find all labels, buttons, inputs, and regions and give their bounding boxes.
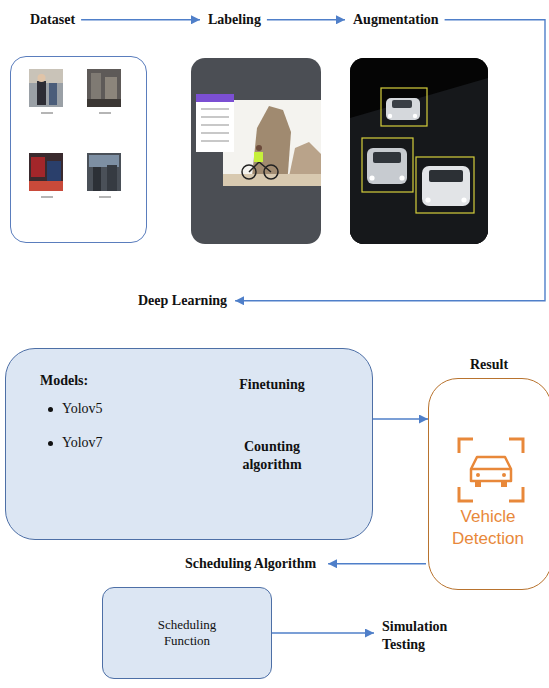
vehicle-detection-icon: [429, 379, 549, 590]
box-text: Scheduling Function: [147, 617, 227, 650]
image-panel: [10, 56, 147, 243]
result-box: [428, 378, 549, 590]
process-box: Scheduling Function: [102, 587, 272, 679]
bullet-dot: [48, 441, 53, 446]
step-label: Finetuning: [239, 376, 304, 394]
model-name: Yolov7: [62, 434, 103, 452]
model-name: Yolov5: [62, 400, 103, 418]
dataset-panel: Dataset: [8, 8, 149, 245]
flow-arrow: [81, 19, 200, 20]
flow-arrow: [373, 418, 428, 419]
scheduling-panel: Scheduling Function Scheduling Algorithm: [100, 553, 330, 681]
list-heading: Models:: [40, 372, 88, 390]
step-label: Counting algorithm: [234, 438, 310, 473]
labeling-panel: Labeling: [190, 8, 323, 245]
models-list: Models: Yolov5Yolov7: [40, 372, 140, 462]
image-panel: [350, 58, 488, 244]
result-panel: ResultVehicle Detection: [426, 352, 549, 592]
flow-arrow: [328, 563, 426, 564]
section-heading: Dataset: [30, 11, 75, 29]
flow-arrow: [267, 19, 345, 20]
output-label: Simulation Testing: [382, 618, 462, 653]
labeling-screenshot: [191, 58, 321, 244]
augmentation-panel: Augmentation: [349, 8, 490, 245]
section-heading: Result: [470, 356, 508, 374]
augmentation-image: [350, 58, 488, 244]
section-heading: Deep Learning: [138, 292, 227, 310]
section-heading: Labeling: [208, 11, 261, 29]
flow-arrow: [272, 632, 374, 633]
step-text: Finetuning: [239, 376, 304, 394]
section-heading: Scheduling Algorithm: [185, 555, 316, 573]
dataset-thumbnails: [11, 57, 147, 243]
result-text: Vehicle Detection: [434, 506, 542, 550]
section-heading: Augmentation: [353, 11, 439, 29]
image-panel: [191, 58, 321, 244]
deep-learning-panel: Deep LearningModels: Yolov5Yolov7 Finetuni…: [4, 290, 374, 542]
output-text: Simulation Testing: [382, 618, 462, 653]
bullet-dot: [48, 407, 53, 412]
step-text: Counting algorithm: [234, 438, 310, 473]
